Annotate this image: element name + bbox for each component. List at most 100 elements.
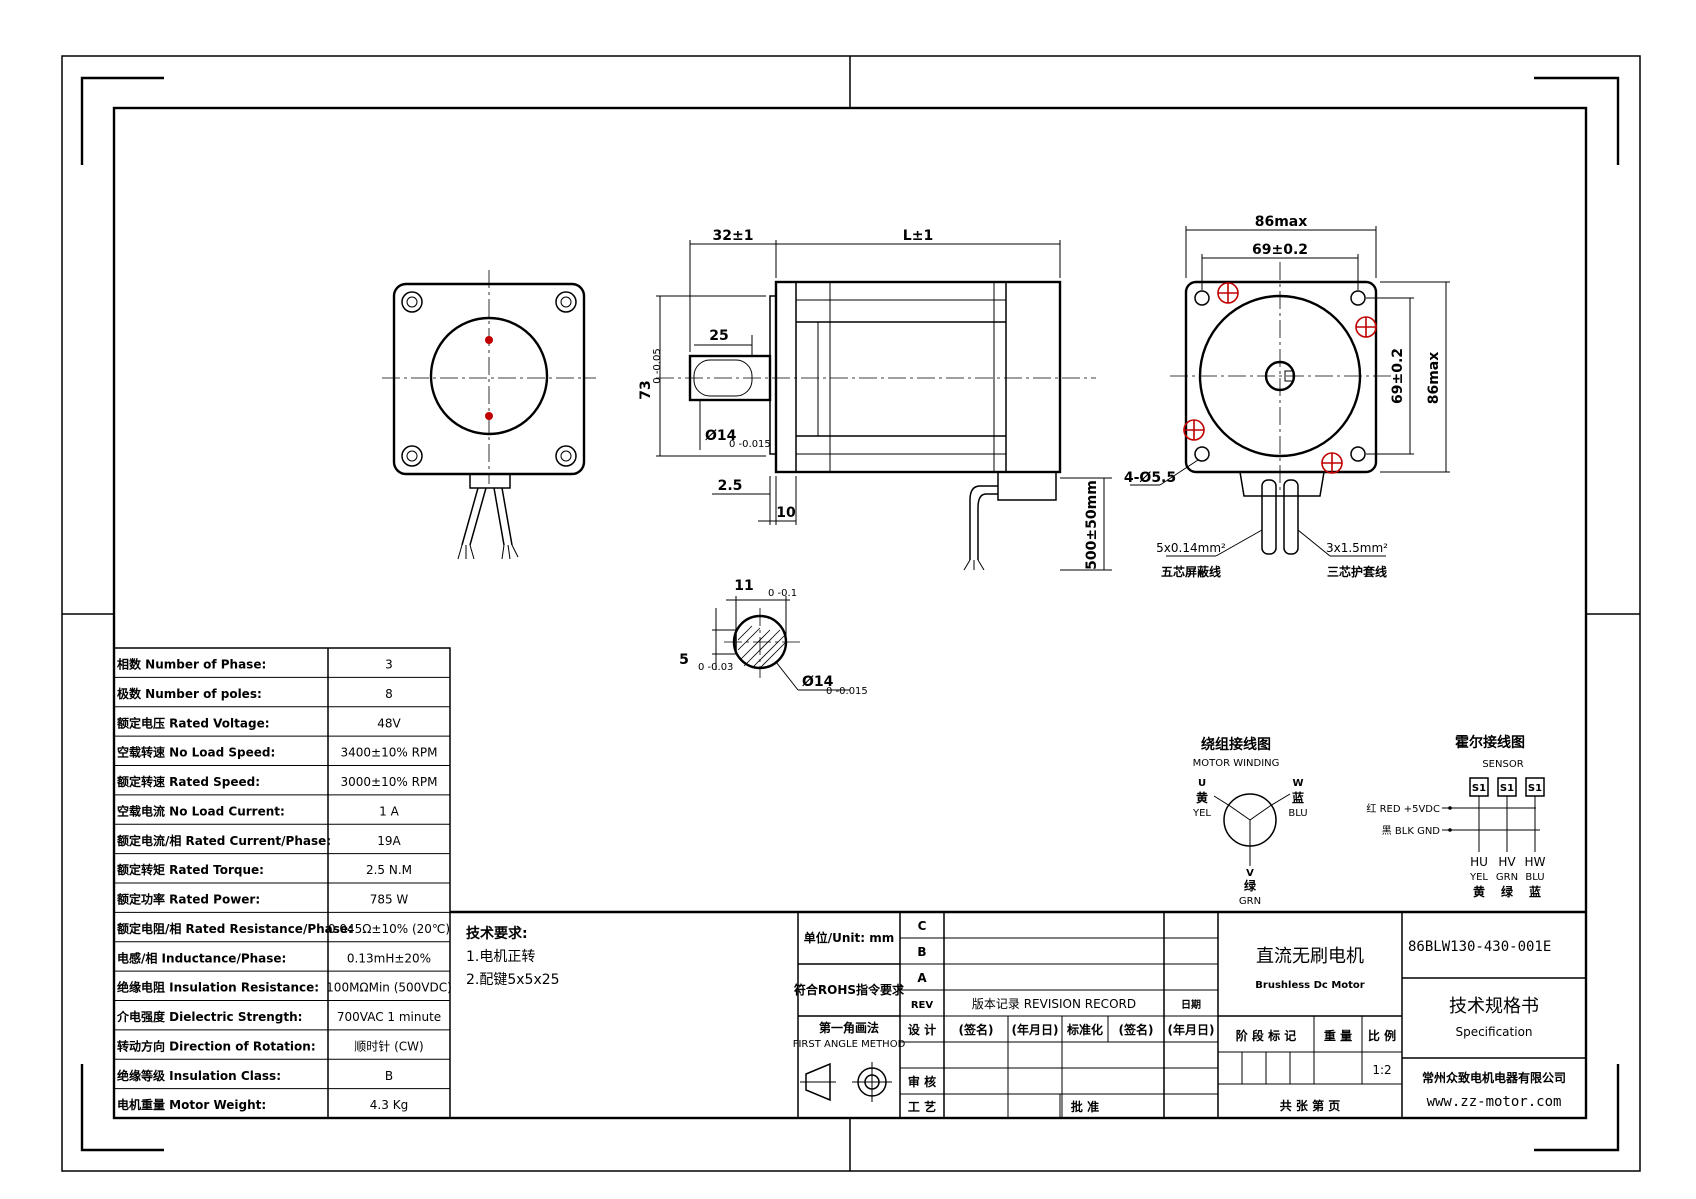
cable-signal-spec: 5x0.14mm² bbox=[1156, 541, 1226, 555]
tech-item-2: 2.配键5x5x25 bbox=[466, 972, 560, 988]
sheets-label: 共 张 第 页 bbox=[1280, 1098, 1341, 1113]
winding-u-en: YEL bbox=[1192, 808, 1211, 819]
spec-label: 空载转速 No Load Speed: bbox=[117, 745, 275, 760]
ratio-label: 比 例 bbox=[1368, 1028, 1396, 1043]
tech-title: 技术要求: bbox=[466, 925, 528, 942]
spec-label: 额定电压 Rated Voltage: bbox=[117, 715, 270, 730]
dim-lead-length: 500±50mm bbox=[1084, 480, 1100, 570]
hall-hu-en: YEL bbox=[1469, 872, 1488, 883]
tech-item-1: 1.电机正转 bbox=[466, 949, 535, 965]
hall-sensor-3: S1 bbox=[1528, 783, 1542, 794]
spec-value: 4.3 Kg bbox=[370, 1098, 408, 1112]
spec-label: 相数 Number of Phase: bbox=[117, 657, 266, 672]
spec-label: 电机重量 Motor Weight: bbox=[117, 1097, 266, 1112]
spec-label: 额定转矩 Rated Torque: bbox=[117, 862, 264, 877]
dim-width-max: 86max bbox=[1255, 214, 1308, 230]
dim-hole-pitch-h: 69±0.2 bbox=[1252, 242, 1308, 258]
dim-flange-tol: 0 -0.05 bbox=[652, 348, 663, 383]
projection-cn: 第一角画法 bbox=[819, 1020, 879, 1035]
winding-title-en: MOTOR WINDING bbox=[1193, 758, 1280, 769]
spec-value: 8 bbox=[385, 687, 393, 701]
rev-c: C bbox=[918, 919, 927, 933]
spec-value: 48V bbox=[377, 716, 401, 730]
spec-label: 极数 Number of poles: bbox=[117, 686, 262, 701]
process-label: 工 艺 bbox=[908, 1099, 936, 1114]
winding-u: U bbox=[1198, 778, 1206, 789]
dim-body-length: L±1 bbox=[903, 228, 933, 244]
weight-label: 重 量 bbox=[1324, 1028, 1352, 1043]
front-view bbox=[382, 270, 596, 560]
spec-label: 额定转速 Rated Speed: bbox=[117, 774, 260, 789]
spec-value: 3400±10% RPM bbox=[340, 746, 437, 760]
scale-value: 1:2 bbox=[1372, 1063, 1391, 1077]
model-number: 86BLW130-430-001E bbox=[1408, 939, 1551, 955]
spec-label: 转动方向 Direction of Rotation: bbox=[117, 1038, 316, 1053]
date-header: 日期 bbox=[1181, 998, 1201, 1011]
hall-hv-en: GRN bbox=[1496, 872, 1518, 883]
sheet-border bbox=[61, 55, 1641, 1172]
hall-diagram bbox=[1442, 777, 1545, 852]
spec-label: 额定电流/相 Rated Current/Phase: bbox=[117, 833, 331, 848]
doc-title-en: Specification bbox=[1455, 1025, 1532, 1039]
hall-red: 红 RED +5VDC bbox=[1366, 802, 1440, 815]
product-en: Brushless Dc Motor bbox=[1255, 980, 1365, 991]
hall-title-cn: 霍尔接线图 bbox=[1455, 734, 1525, 751]
hall-blk: 黑 BLK GND bbox=[1382, 825, 1441, 837]
hall-hu: HU bbox=[1470, 855, 1488, 869]
projection-en: FIRST ANGLE METHOD bbox=[793, 1039, 906, 1050]
dim-hole-pitch-v: 69±0.2 bbox=[1390, 348, 1406, 404]
spec-value: 2.5 N.M bbox=[366, 863, 412, 877]
dim-key-length: 25 bbox=[709, 328, 728, 344]
winding-w: W bbox=[1292, 778, 1303, 789]
dim-key-width-tol: 0 -0.1 bbox=[768, 588, 797, 599]
doc-title-cn: 技术规格书 bbox=[1449, 996, 1539, 1017]
spec-value: 785 W bbox=[370, 893, 409, 907]
spec-value: 0.045Ω±10% (20℃) bbox=[328, 922, 450, 936]
hall-hv-cn: 绿 bbox=[1501, 884, 1514, 899]
rear-view bbox=[1130, 226, 1450, 557]
dim-shaft-dia-tol: 0 -0.015 bbox=[729, 439, 771, 450]
key-section bbox=[712, 596, 850, 691]
spec-value: 顺时针 (CW) bbox=[354, 1038, 423, 1053]
spec-label: 额定功率 Rated Power: bbox=[117, 892, 260, 907]
winding-u-cn: 黄 bbox=[1196, 790, 1208, 805]
hall-sensor-1: S1 bbox=[1472, 783, 1486, 794]
dim-shaft-dia: Ø14 bbox=[705, 428, 737, 444]
hall-hw-en: BLU bbox=[1525, 872, 1544, 883]
side-view bbox=[656, 240, 1112, 571]
spec-label: 介电强度 Dielectric Strength: bbox=[116, 1009, 302, 1024]
product-cn: 直流无刷电机 bbox=[1256, 946, 1364, 967]
check-label: 审 核 bbox=[908, 1074, 936, 1089]
spec-value: 1 A bbox=[379, 804, 399, 818]
dim-section-dia: Ø14 bbox=[802, 674, 834, 690]
revision-record: 版本记录 REVISION RECORD bbox=[972, 997, 1136, 1011]
spec-value: 3 bbox=[385, 658, 393, 672]
spec-value: 3000±10% RPM bbox=[340, 775, 437, 789]
dim-section-dia-tol: 0 -0.015 bbox=[826, 686, 868, 697]
hall-hu-cn: 黄 bbox=[1473, 884, 1485, 899]
company-name: 常州众致电机电器有限公司 bbox=[1422, 1070, 1566, 1085]
spec-label: 额定电阻/相 Rated Resistance/Phase: bbox=[117, 921, 353, 936]
stage-label: 阶 段 标 记 bbox=[1236, 1028, 1297, 1043]
spec-label: 空载电流 No Load Current: bbox=[117, 803, 285, 818]
website: www.zz-motor.com bbox=[1427, 1094, 1562, 1110]
unit-label: 单位/Unit: mm bbox=[804, 930, 895, 945]
cable-signal-name: 五芯屏蔽线 bbox=[1161, 564, 1221, 579]
spec-value: 19A bbox=[377, 834, 401, 848]
spec-value: 700VAC 1 minute bbox=[337, 1010, 441, 1024]
standard-label: 标准化 bbox=[1066, 1022, 1103, 1037]
dim-key-depth-tol: 0 -0.03 bbox=[698, 662, 733, 673]
cable-power-name: 三芯护套线 bbox=[1327, 564, 1387, 579]
rohs-label: 符合ROHS指令要求 bbox=[794, 982, 905, 997]
design-label: 设 计 bbox=[908, 1022, 936, 1037]
spec-value: 100MΩMin (500VDC) bbox=[326, 981, 452, 995]
spec-value: 0.13mH±20% bbox=[347, 951, 431, 965]
date-1: (年月日) bbox=[1012, 1022, 1059, 1037]
spec-label: 绝缘等级 Insulation Class: bbox=[117, 1068, 281, 1083]
dim-flange-height: 73 bbox=[638, 380, 654, 399]
hall-hw: HW bbox=[1525, 855, 1546, 869]
approve-label: 批 准 bbox=[1071, 1099, 1099, 1114]
spec-label: 电感/相 Inductance/Phase: bbox=[117, 950, 286, 965]
rev-a: A bbox=[917, 971, 927, 985]
